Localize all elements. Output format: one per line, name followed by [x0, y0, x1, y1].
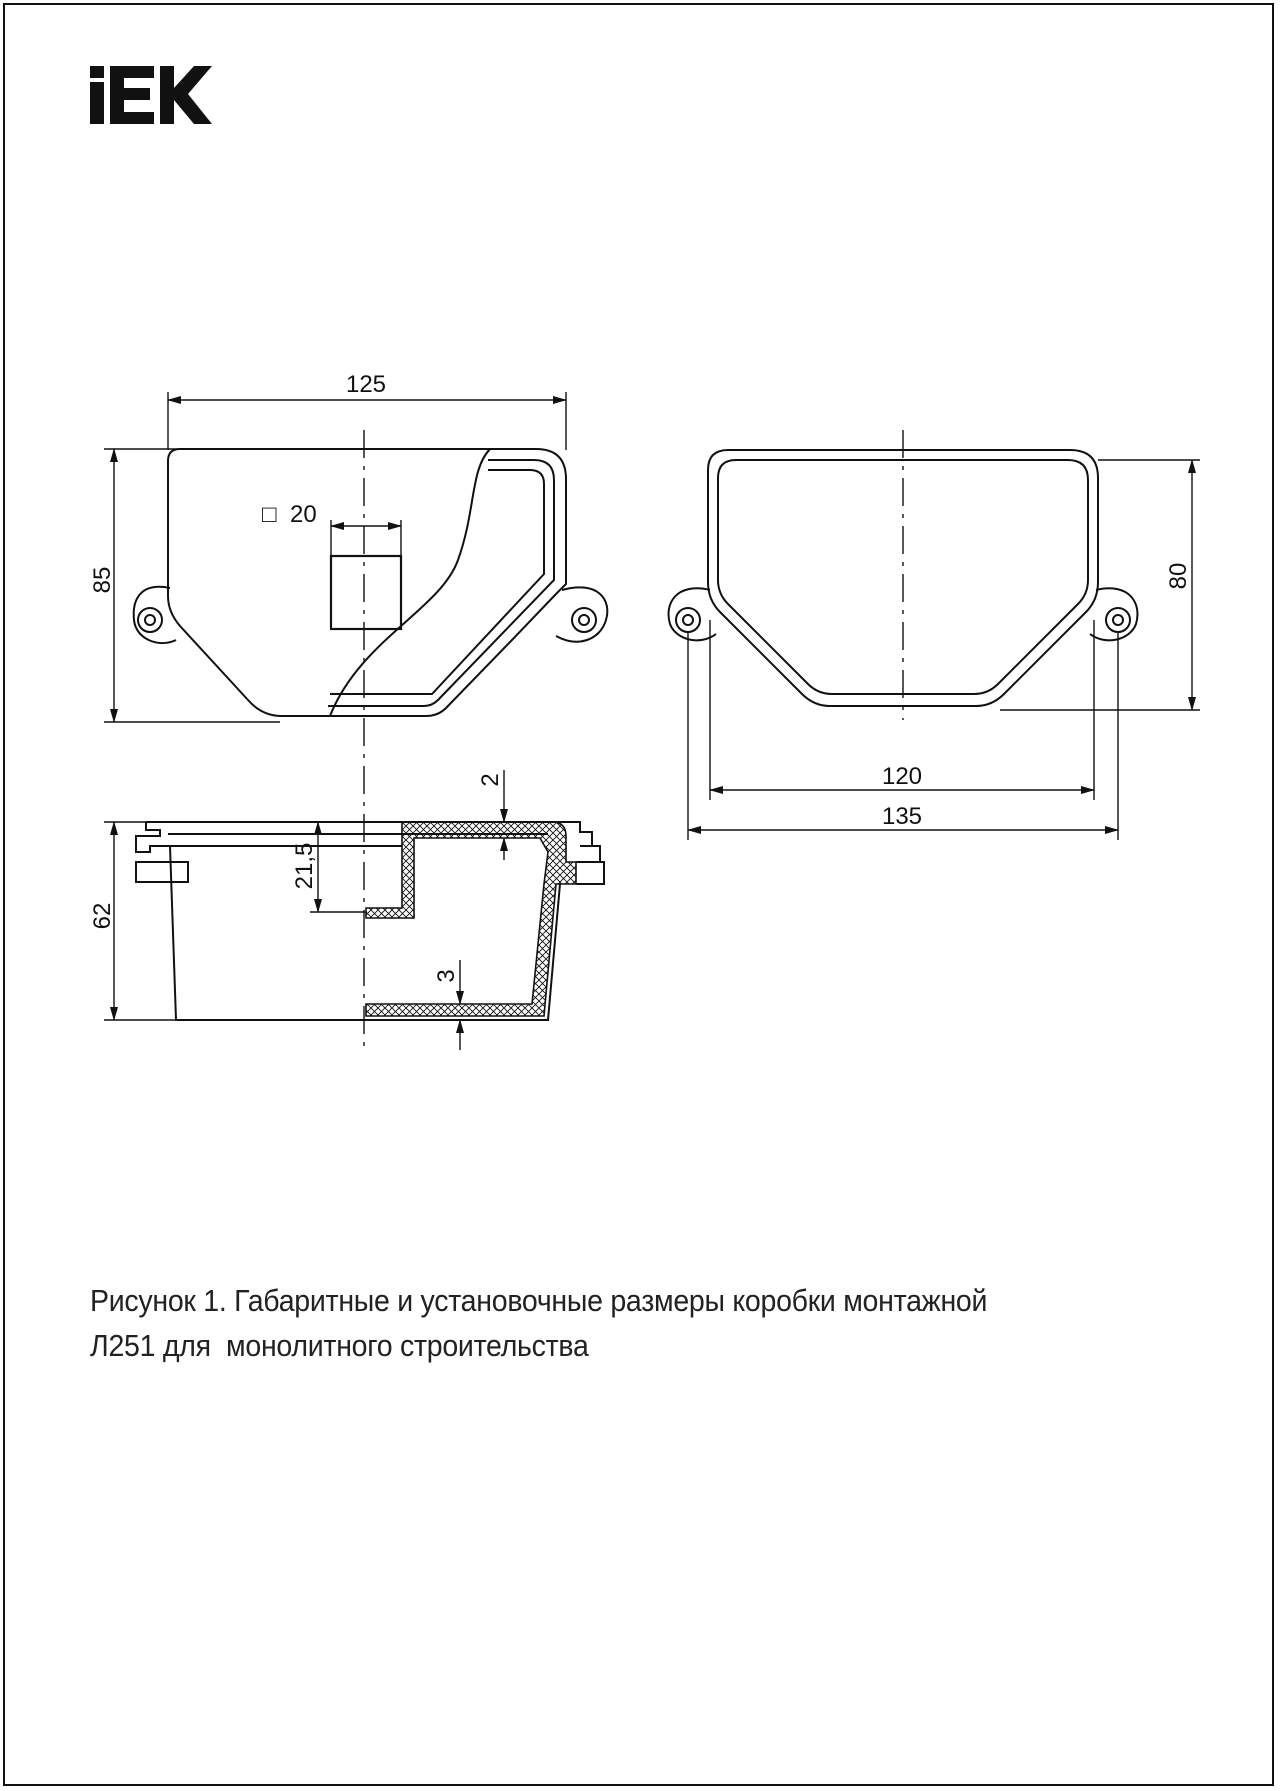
dim-label-85: 85 [89, 567, 116, 594]
caption-line-1: Рисунок 1. Габаритные и установочные раз… [90, 1283, 988, 1318]
dim-125 [167, 392, 567, 450]
dim-label-62: 62 [89, 903, 116, 930]
dim-label-2: 2 [477, 773, 504, 786]
dim-21-5 [310, 821, 366, 913]
dim-120 [709, 620, 1095, 800]
dim-label-120: 120 [882, 763, 922, 790]
dim-label-square-symbol: □ [262, 501, 277, 528]
dim-85 [104, 448, 280, 723]
dim-label-21-5: 21,5 [291, 843, 318, 890]
section-hatched-wall [365, 821, 577, 1017]
dim-62 [104, 821, 176, 1021]
dim-80 [1000, 459, 1200, 711]
dim-20 [330, 520, 402, 556]
top-view [132, 448, 609, 717]
dim-label-20: 20 [290, 501, 317, 528]
caption-line-2: Л251 для монолитного строительства [90, 1328, 589, 1363]
figure-caption: Рисунок 1. Габаритные и установочные раз… [90, 1278, 1102, 1368]
dim-label-135: 135 [882, 803, 922, 830]
dim-label-80: 80 [1165, 563, 1192, 590]
dim-label-3: 3 [433, 969, 460, 982]
iek-logo [90, 66, 212, 124]
dim-label-125: 125 [346, 371, 386, 398]
dim-135 [687, 632, 1119, 840]
drawing-sheet-border [3, 3, 1274, 1786]
right-view [667, 449, 1139, 707]
